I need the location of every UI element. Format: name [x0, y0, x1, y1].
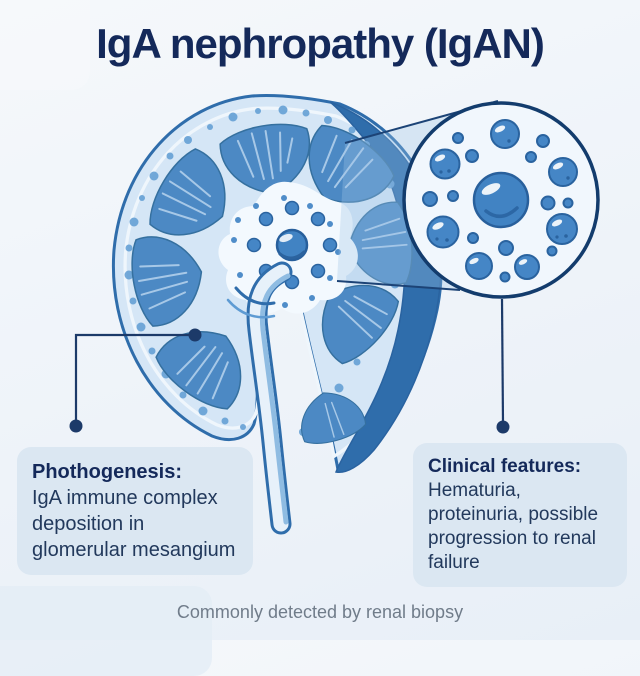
hilum-arcs	[226, 286, 276, 319]
renal-pyramid	[321, 284, 400, 365]
clinical-features-connector	[496, 298, 510, 434]
pathogenesis-box: Phothogenesis: IgA immune complex deposi…	[17, 447, 253, 575]
deposit-center	[275, 228, 309, 262]
pathogenesis-connector-line	[74, 333, 195, 426]
pathogenesis-connector	[69, 328, 202, 433]
deposit-small-dots	[231, 195, 341, 308]
clinical-box-dot	[496, 420, 510, 434]
footer-caption: Commonly detected by renal biopsy	[176, 602, 464, 622]
magnified-deposit-specks	[435, 139, 570, 242]
magnifier-inset	[402, 101, 600, 299]
zoom-wedge-line-bottom	[336, 280, 461, 291]
magnified-deposit-highlights	[432, 125, 564, 265]
pathogenesis-box-dot	[69, 419, 83, 433]
pathogenesis-heading: Phothogenesis:	[32, 461, 183, 483]
ureter	[246, 261, 293, 535]
clinical-features-body: Hematuria, proteinuria, possible progres…	[428, 479, 599, 573]
pathogenesis-body: IgA immune complex deposition in glomeru…	[32, 487, 236, 561]
renal-pyramid	[219, 123, 311, 195]
kidney-diagram-illustration	[69, 93, 600, 535]
immune-complex-deposits	[231, 195, 341, 308]
renal-pyramid	[308, 124, 395, 203]
background-corner-highlight	[0, 0, 90, 90]
infographic-canvas: IgA nephropathy (IgAN)	[0, 0, 627, 676]
clinical-connector-line	[500, 298, 505, 425]
magnified-deposits	[422, 119, 578, 283]
renal-pyramid-pathogenesis-target	[155, 331, 242, 410]
clinical-features-heading: Clinical features:	[428, 456, 582, 477]
renal-pyramid	[149, 148, 226, 236]
page-title: IgA nephropathy (IgAN)	[96, 20, 545, 67]
pathogenesis-anchor-dot	[188, 328, 202, 342]
renal-pyramid	[301, 392, 367, 444]
renal-pyramid	[131, 236, 203, 327]
renal-pyramids	[131, 123, 413, 444]
clinical-features-box: Clinical features: Hematuria, proteinuri…	[413, 443, 627, 587]
magnified-deposit-center	[472, 171, 530, 229]
